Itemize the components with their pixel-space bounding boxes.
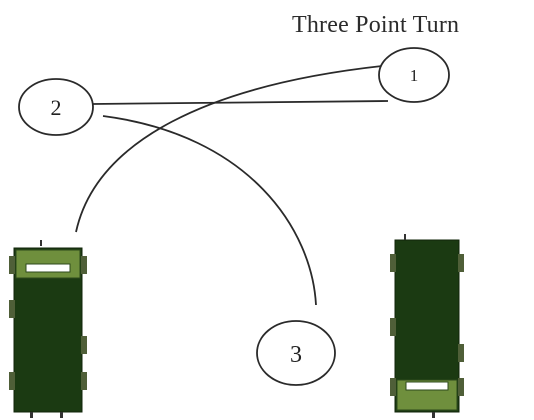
path-to-step-1 xyxy=(75,65,383,233)
path-2-to-3 xyxy=(102,115,317,306)
step-circle-1: 1 xyxy=(378,47,450,103)
path-1-to-2 xyxy=(92,100,389,105)
truck-final-position xyxy=(390,234,464,418)
truck-start-position xyxy=(9,240,87,418)
step-circle-2: 2 xyxy=(18,78,94,136)
step-label-2: 2 xyxy=(51,95,62,120)
diagram-title: Three Point Turn xyxy=(292,12,460,38)
step-label-3: 3 xyxy=(290,342,302,368)
step-label-1: 1 xyxy=(410,66,419,85)
step-circle-3: 3 xyxy=(256,320,336,386)
